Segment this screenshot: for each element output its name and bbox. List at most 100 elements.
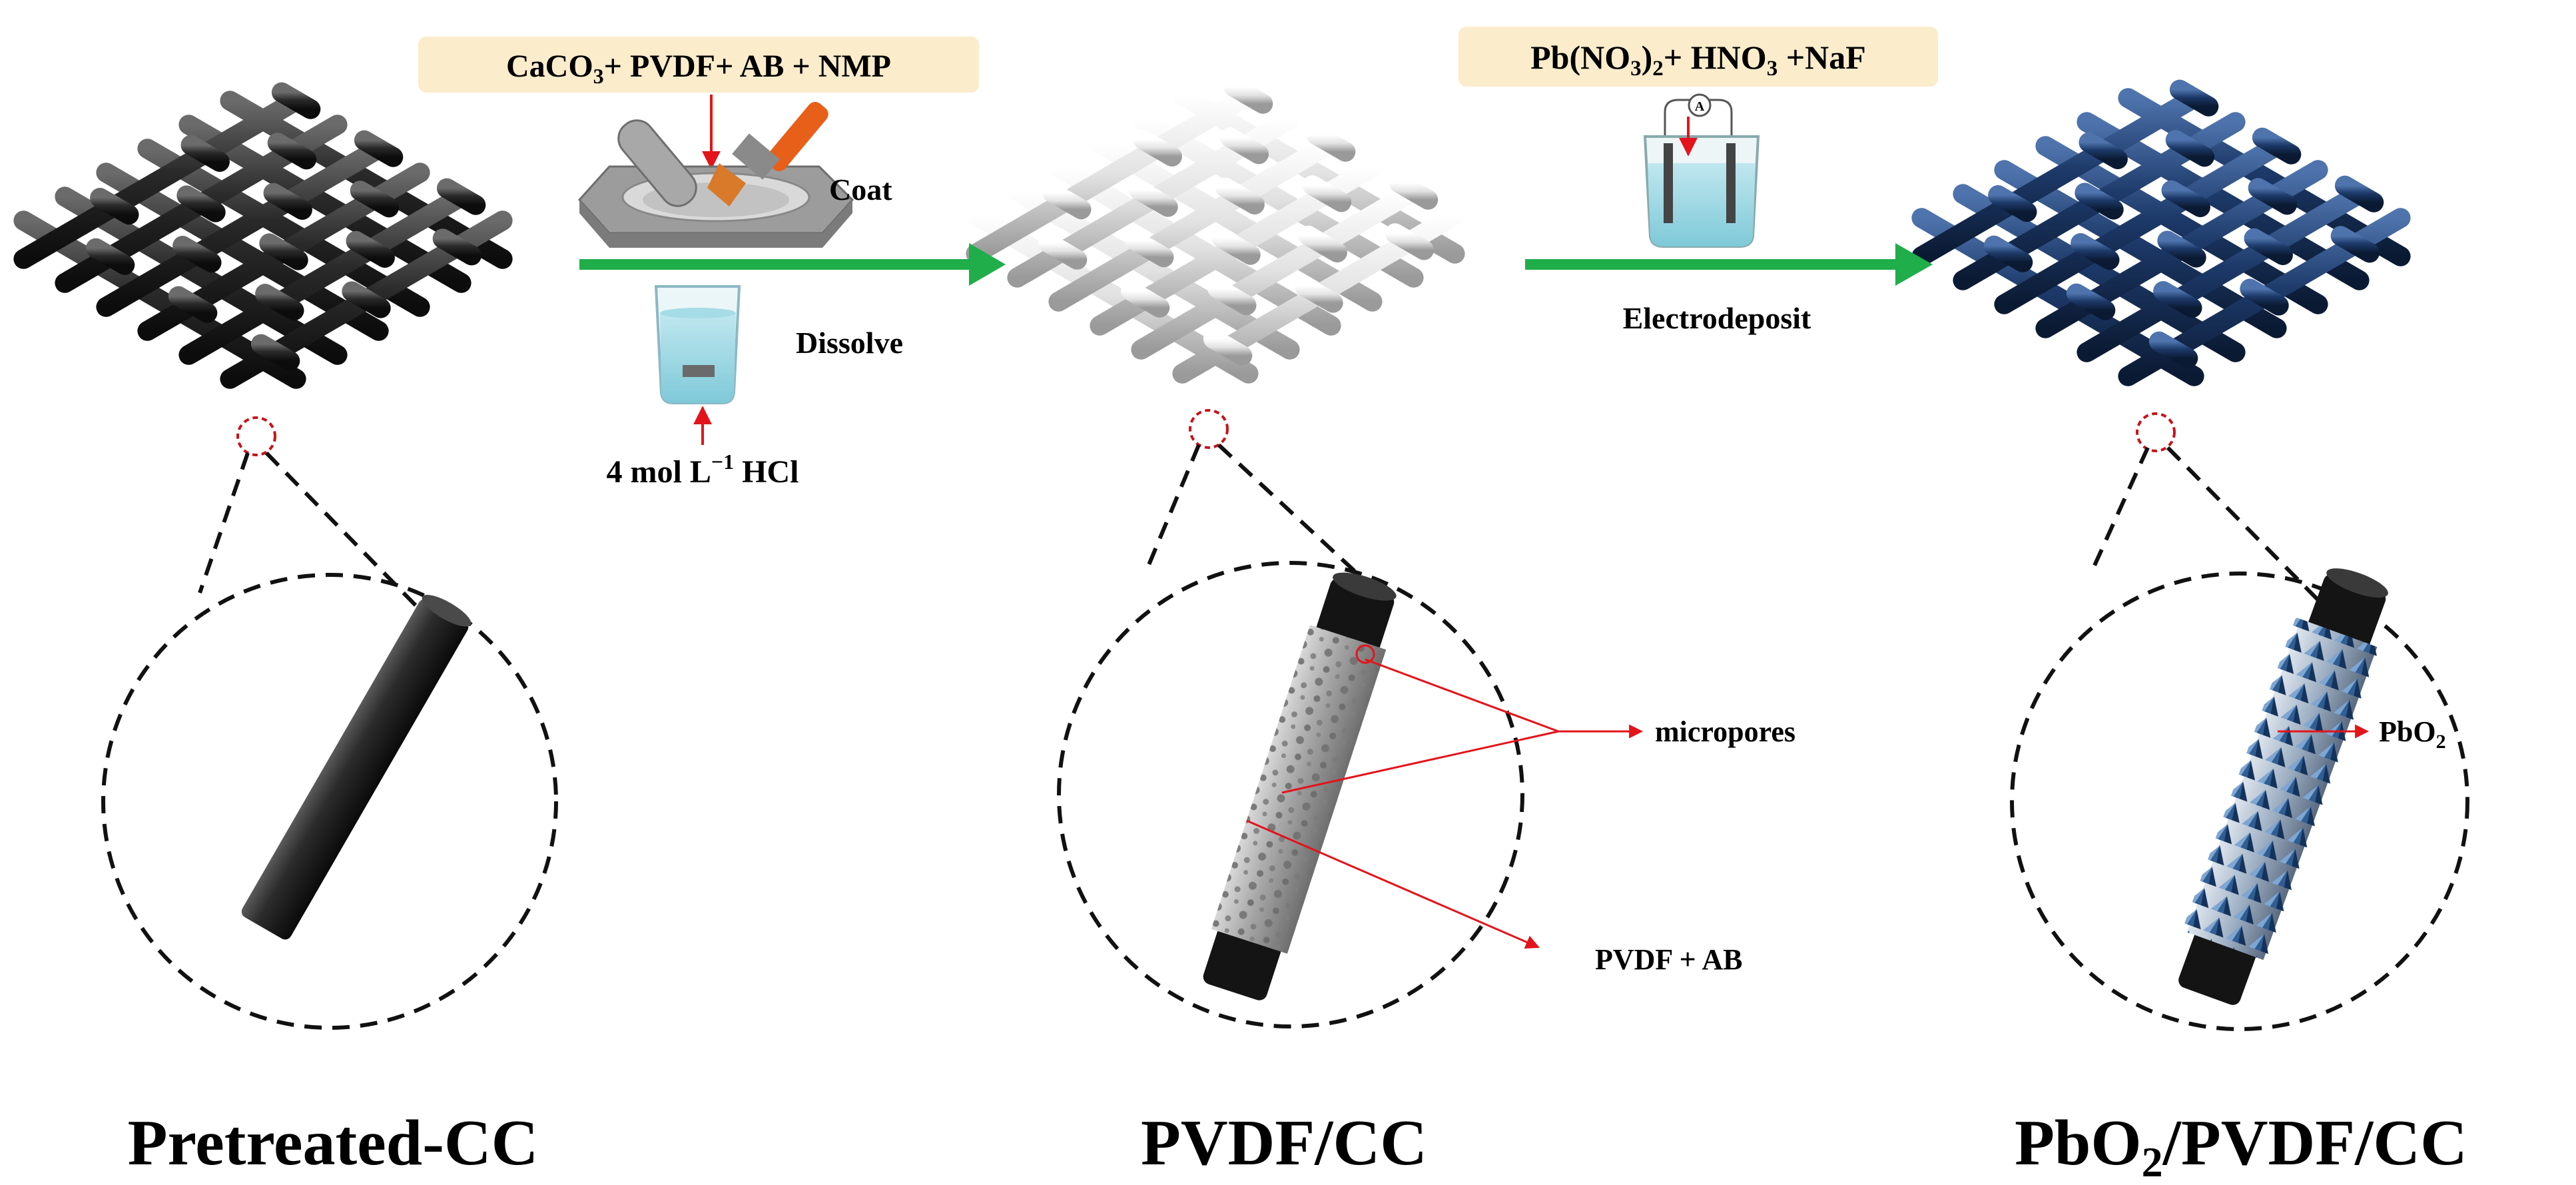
crossing-fiber [1129,180,1178,217]
pbo2-coated-carbon-cloth [1911,79,2411,386]
crossing-fiber [1983,235,2033,272]
crossing-fiber [346,230,395,268]
warp-fiber [1953,184,2246,362]
crossing-fiber [267,133,317,170]
coat-label: Coat [829,173,892,206]
weft-fiber [13,91,306,269]
pvdf-coated-carbon-cloth [966,77,1465,384]
warp-fiber [2118,88,2411,266]
beaker-icon [654,285,741,404]
zoom-connectors [198,443,2320,618]
crossing-fiber [1038,232,1088,270]
crossing-fiber [2075,183,2124,220]
crossing-fiber [255,284,304,321]
step1-reagent-box [418,37,979,93]
stage-label-pvdf: PVDF/CC [1141,1107,1427,1179]
crossing-fiber [1207,278,1257,316]
crossing-fiber [1389,173,1439,210]
step2-reagent-box [1458,27,1938,87]
micropores-pointers [1246,644,1644,949]
stage-label-pretreated: Pretreated-CC [128,1107,539,1179]
crossing-fiber [172,236,222,273]
stage-label-pbo2: PbO2/PVDF/CC [2015,1107,2467,1185]
warp-fiber [178,115,472,293]
crossing-fiber [2066,283,2116,320]
warp-fiber [137,139,430,317]
mortar-and-pestle-icon [577,119,854,248]
crossing-fiber [1302,175,1352,212]
crossing-fiber [2330,226,2380,263]
weft-fiber [1131,181,1424,360]
crossing-fiber [1042,183,1092,220]
crossing-fiber [1211,228,1261,265]
weft-fiber [2077,184,2370,362]
crossing-fiber [85,238,135,275]
weft-fiber [1911,88,2204,266]
zoom-marker-3 [2136,412,2176,452]
pretreated-carbon-cloth [13,82,513,389]
pbo2-coated-fiber [2178,568,2388,1005]
crossing-fiber [1223,77,1273,114]
zoom-marker-2 [1189,409,1229,449]
crossing-fiber [1298,225,1347,262]
crossing-fiber [2165,130,2215,167]
warp-fiber [1131,109,1424,288]
warp-fiber [1911,208,2204,386]
crossing-fiber [350,181,400,218]
crossing-fiber [342,281,391,318]
crossing-fiber [250,334,300,371]
crossing-fiber [2240,278,2289,316]
crossing-fiber [176,185,226,222]
warp-fiber [966,205,1259,384]
weft-fiber [1994,136,2287,314]
step2-reagents: Pb(NO3)2+ HNO3 +NaF [1530,39,1866,81]
crossing-fiber [436,178,486,215]
crossing-fiber [2157,230,2206,268]
weft-fiber [178,187,472,365]
crossing-fiber [1294,276,1343,313]
crossing-fiber [1385,223,1435,260]
zoom-circle-2 [1057,561,1524,1028]
process-arrow-1-head [969,243,1006,286]
crossing-fiber [2161,180,2210,217]
crossing-fiber [2252,127,2302,165]
hcl-label: 4 mol L−1 HCl [607,450,799,490]
crossing-fiber [2334,175,2384,212]
warp-fiber [2077,112,2370,290]
crossing-fiber [2148,331,2198,368]
crossing-fiber [180,135,230,172]
warp-fiber [1090,133,1383,312]
crossing-fiber [1125,230,1174,268]
warp-fiber [1172,85,1465,264]
crossing-fiber [354,130,404,167]
pvdf-coated-fiber [1203,572,1397,1000]
crossing-fiber [1306,125,1356,162]
crossing-fiber [2248,178,2298,215]
crossing-fiber [432,228,482,266]
crossing-fiber [271,82,321,119]
bare-carbon-fiber [241,595,472,940]
dissolve-label: Dissolve [796,326,903,360]
process-arrow-2-head [1895,243,1933,286]
weft-fiber [966,85,1259,264]
crossing-fiber [1219,127,1269,165]
crossing-fiber [1988,185,2037,222]
crossing-fiber [1120,280,1170,318]
crossing-fiber [1133,129,1182,167]
crossing-fiber [2169,79,2219,117]
crossing-fiber [259,233,308,270]
zoom-circle-1 [101,573,558,1030]
pvdf-ab-label: PVDF + AB [1595,943,1742,976]
crossing-fiber [2153,281,2202,318]
crossing-fiber [1215,177,1265,214]
electrolytic-cell-icon: A [1643,93,1760,248]
warp-fiber [1994,160,2287,338]
paintbrush-icon [707,102,828,206]
crossing-fiber [2071,233,2120,270]
warp-fiber [96,163,389,341]
crossing-fiber [2079,132,2128,169]
zoom-circle-3 [2010,572,2469,1031]
electrodeposit-label: Electrodeposit [1623,301,1811,335]
